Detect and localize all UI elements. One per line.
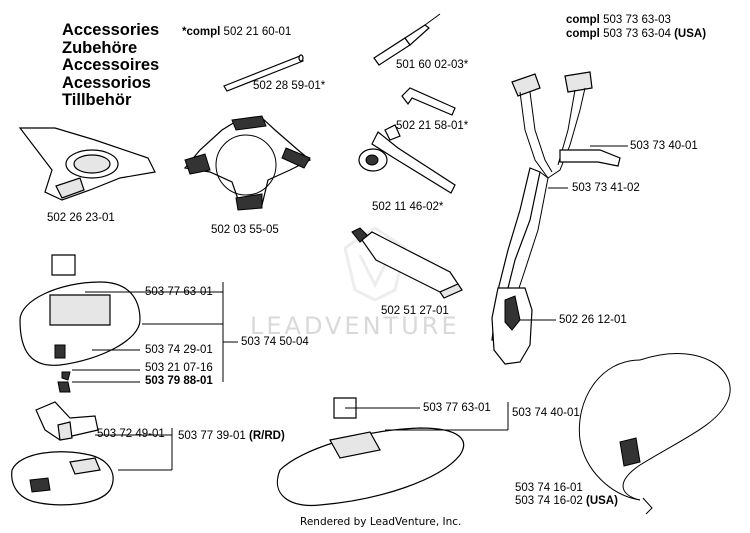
part-label-wrench: 502 11 46-02* xyxy=(372,201,444,213)
part-label-guard-compl-b: 503 74 40-01 xyxy=(512,407,580,419)
title-block: Accessories Zubehöre Accessoires Acessor… xyxy=(62,21,160,110)
compl-label-right-2: compl 503 73 63-04 (USA) xyxy=(566,28,706,41)
title-en: Accessories xyxy=(62,21,160,39)
part-label-hexkey: 502 21 58-01* xyxy=(396,120,469,132)
harness-plate-part xyxy=(183,115,312,211)
part-suffix: (USA) xyxy=(586,495,618,507)
rrd-guard-part xyxy=(11,451,114,506)
large-guard-part xyxy=(276,397,465,507)
part-number: 503 77 39-01 xyxy=(178,430,246,442)
part-label-strap-mid: 503 73 41-02 xyxy=(572,182,640,194)
part-label-single-strap-1: 503 74 16-01 xyxy=(515,482,583,494)
title-fr: Accessoires xyxy=(62,56,160,74)
part-label-guard-plate-a: 503 77 63-01 xyxy=(145,286,213,298)
compl-prefix: compl xyxy=(566,14,600,26)
part-label-small-guard: 502 26 23-01 xyxy=(47,212,115,224)
leader-lines xyxy=(72,145,628,471)
compl-number: 503 73 63-03 xyxy=(603,14,671,26)
part-label-file: 501 60 02-03* xyxy=(396,59,469,71)
part-label-single-strap-2: 503 74 16-02 (USA) xyxy=(515,495,618,508)
part-label-rrd-guard: 503 77 39-01 (R/RD) xyxy=(178,430,285,443)
footer-credit: Rendered by LeadVenture, Inc. xyxy=(300,516,462,528)
compl-label-top: *compl 502 21 60-01 xyxy=(182,26,291,39)
part-number: 503 74 16-02 xyxy=(515,495,583,507)
title-sv: Tillbehör xyxy=(62,91,132,109)
part-label-harness-plate: 502 03 55-05 xyxy=(211,224,279,236)
compl-prefix: *compl xyxy=(182,26,221,38)
part-label-tube: 502 51 27-01 xyxy=(381,305,449,317)
part-label-rod: 502 28 59-01* xyxy=(253,80,326,92)
wrench-part xyxy=(358,124,456,194)
part-label-bracket: 503 72 49-01 xyxy=(97,428,165,440)
part-label-guard-nut: 503 21 07-16 xyxy=(145,362,213,374)
compl-number: 502 21 60-01 xyxy=(223,26,292,38)
part-label-guard-compl: 503 74 50-04 xyxy=(241,336,309,348)
compl-prefix: compl xyxy=(566,28,600,40)
part-label-hip-pad: 502 26 12-01 xyxy=(559,314,627,326)
part-label-guard-screw: 503 74 29-01 xyxy=(145,344,213,356)
part-label-guard-plate-b: 503 77 63-01 xyxy=(423,402,491,414)
compl-number: 503 73 63-04 xyxy=(603,28,671,40)
rod-part xyxy=(223,54,304,92)
compl-suffix: (USA) xyxy=(674,28,707,40)
part-label-strap-upper: 503 73 40-01 xyxy=(630,140,698,152)
trimmer-guard-part xyxy=(19,254,141,393)
hip-pad-part xyxy=(491,287,533,365)
compl-label-right-1: compl 503 73 63-03 xyxy=(566,14,671,27)
single-strap-part xyxy=(578,353,731,515)
bracket-part xyxy=(35,401,99,441)
grease-tube-part xyxy=(351,227,463,299)
hex-key-part xyxy=(401,87,456,116)
title-de: Zubehöre xyxy=(62,38,138,57)
part-label-guard-bolt: 503 79 88-01 xyxy=(145,375,213,387)
file-part xyxy=(373,13,441,66)
watermark-text: LEADVENTURE xyxy=(250,312,460,340)
title-pt: Acessorios xyxy=(62,73,151,92)
small-guard-part xyxy=(18,127,156,201)
part-suffix: (R/RD) xyxy=(249,430,285,442)
